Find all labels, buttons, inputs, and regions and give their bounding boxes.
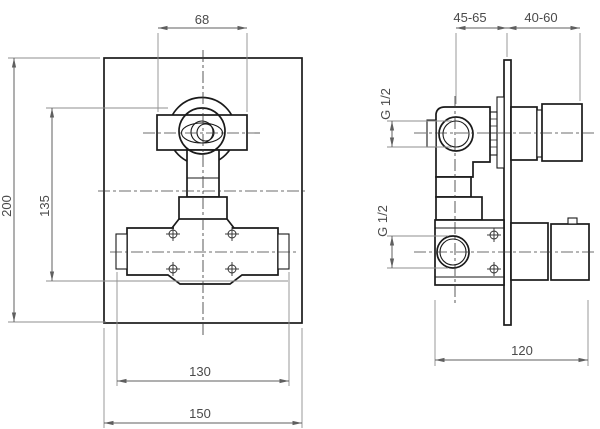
front-screws (166, 227, 239, 276)
thread-label: G 1/2 (375, 205, 390, 237)
front-handle-bar (156, 114, 248, 151)
side-wall-plate (503, 59, 512, 326)
screw-icon (487, 228, 501, 242)
screw-icon (225, 227, 239, 241)
screw-icon (487, 262, 501, 276)
side-upper-body (435, 106, 491, 178)
dimension-thread-bottom: G 1/2 (375, 205, 448, 269)
side-upper-handle (541, 103, 583, 162)
dimension-body-width: 130 (116, 272, 290, 386)
side-upper-leg (435, 176, 472, 198)
front-knob-circle-inner (196, 123, 215, 142)
front-view (98, 50, 308, 336)
dimension-label: 120 (511, 343, 533, 358)
side-upper-flange (496, 96, 505, 169)
dimension-label: 45-65 (453, 10, 486, 25)
side-lower-handle-tab (567, 217, 578, 225)
front-handle-inner-ring (178, 107, 226, 155)
dimension-label: 135 (37, 195, 52, 217)
front-knob-circle-outer (190, 120, 214, 144)
dimensions: 68 45-65 40-60 200 135 (0, 10, 589, 428)
dimension-thread-top: G 1/2 (378, 88, 452, 148)
dimension-plate-height: 200 (0, 57, 106, 323)
side-screws (487, 228, 501, 276)
dimension-rough-in-depth: 45-65 (453, 10, 508, 104)
dimension-handle-width: 68 (157, 12, 248, 112)
thread-label: G 1/2 (378, 88, 393, 120)
dimension-label: 40-60 (524, 10, 557, 25)
side-view (414, 59, 597, 326)
side-upper-port-outer (438, 116, 474, 152)
dimension-label: 68 (195, 12, 209, 27)
dimension-handle-to-body: 135 (37, 107, 288, 282)
side-upper-thread (489, 111, 498, 156)
dimension-label: 200 (0, 195, 14, 217)
dimension-trim-depth: 40-60 (507, 10, 581, 101)
front-neck-flare (171, 218, 235, 229)
dimension-label: 150 (189, 406, 211, 421)
side-lower-sleeve (510, 222, 549, 281)
side-upper-sleeve (510, 106, 538, 161)
screw-icon (166, 227, 180, 241)
dimension-plate-width: 150 (103, 328, 303, 428)
side-upper-thread-hatch (490, 118, 497, 148)
side-upper-port-inner (442, 120, 470, 148)
front-end-cap-left (115, 233, 128, 270)
screw-icon (166, 262, 180, 276)
screw-icon (225, 262, 239, 276)
side-upper-step (435, 196, 483, 221)
side-upper-inlet-tab (426, 119, 437, 148)
front-end-cap-right (277, 233, 290, 270)
dimension-label: 130 (189, 364, 211, 379)
dimension-total-depth: 120 (434, 300, 589, 366)
front-valve-body (126, 227, 279, 285)
